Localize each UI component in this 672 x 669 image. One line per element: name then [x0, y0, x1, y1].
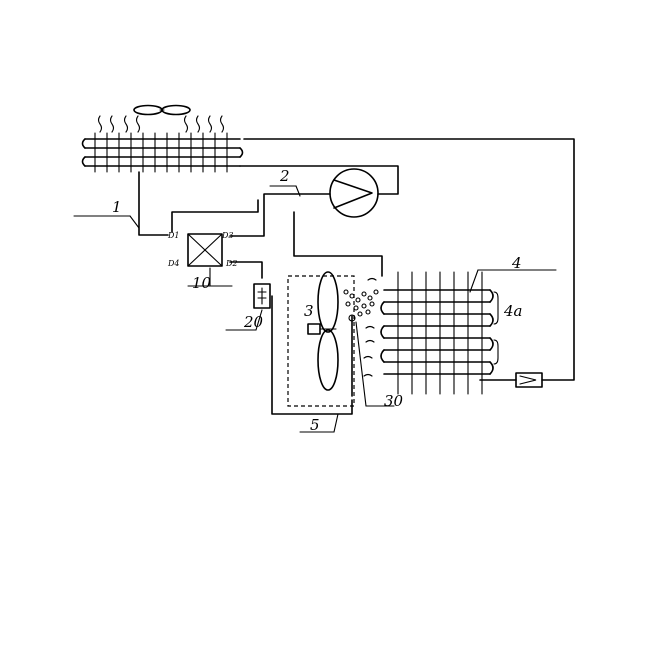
label-4: 4: [511, 254, 522, 272]
evaporator-coil-icon: [380, 271, 494, 395]
condenser-coil-icon: [81, 132, 244, 173]
heat-wave-icon: [363, 277, 377, 377]
port-d2: D2: [225, 259, 238, 268]
tray-drain-pipe: [271, 295, 353, 415]
four-way-valve-icon: [187, 233, 223, 267]
expansion-valve-icon: [515, 372, 543, 388]
port-d3: D3: [221, 231, 234, 240]
leader-lines: [73, 185, 557, 433]
water-droplet-icon: [343, 289, 379, 317]
label-3: 3: [304, 302, 314, 320]
condenser-fan-icon: [133, 104, 191, 116]
port-d1: D1: [167, 231, 180, 240]
refrigerant-piping: [138, 138, 575, 381]
nozzle-icon: [348, 314, 356, 397]
port-d4: D4: [167, 259, 180, 268]
label-30: 30: [384, 392, 404, 410]
label-2: 2: [279, 167, 290, 185]
label-4a: 4a: [503, 302, 523, 320]
water-tank-icon: [253, 283, 271, 309]
label-10: 10: [192, 274, 212, 292]
label-1: 1: [112, 198, 122, 216]
label-20: 20: [243, 313, 264, 331]
heat-wave-icon: [97, 115, 225, 133]
evaporator-fan-icon: [307, 271, 339, 391]
coil-bracket: [493, 291, 499, 325]
coil-bracket: [493, 339, 499, 365]
compressor-icon: [329, 168, 379, 218]
label-5: 5: [310, 416, 320, 434]
